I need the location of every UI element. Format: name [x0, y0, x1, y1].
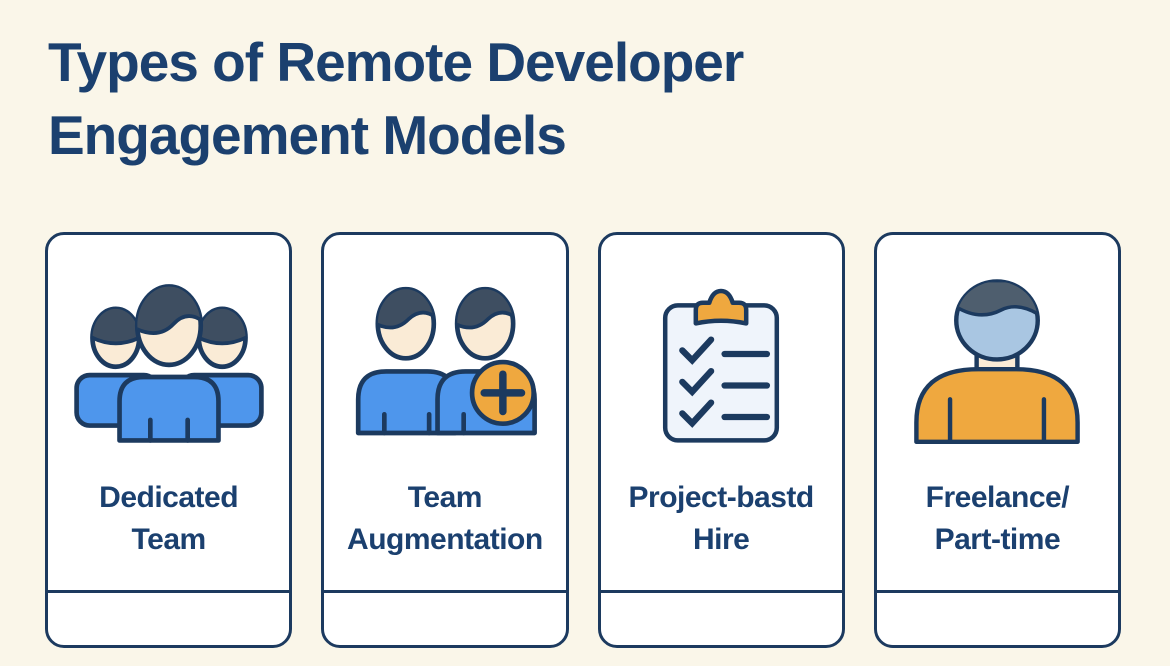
- card-footer: [876, 590, 1118, 645]
- team-group-icon: [73, 284, 264, 443]
- card-footer: [48, 590, 290, 645]
- card-label: Freelance/ Part-time: [925, 481, 1070, 556]
- clipboard-checklist-icon: [663, 288, 780, 443]
- card-team-augmentation: Team Augmentation: [321, 232, 569, 648]
- card-freelance-part-time: Freelance/ Part-time: [873, 232, 1121, 648]
- card-label: Dedicated Team: [99, 481, 239, 556]
- team-add-icon: [355, 286, 537, 436]
- page-title: Types of Remote Developer Engagement Mod…: [48, 31, 744, 166]
- card-dedicated-team: Dedicated Team: [45, 232, 293, 648]
- icon-box: [324, 273, 565, 453]
- card-project-based-hire: Project-bastd Hire: [597, 232, 845, 648]
- icon-box: [48, 273, 289, 453]
- freelancer-person-icon: [914, 279, 1081, 445]
- card-footer: [324, 590, 566, 645]
- icon-box: [877, 273, 1118, 453]
- cards-row: Dedicated Team Team Augment: [45, 232, 1121, 648]
- icon-box: [601, 273, 842, 453]
- card-label: Project-bastd Hire: [628, 481, 815, 556]
- card-label: Team Augmentation: [347, 481, 543, 556]
- card-footer: [600, 590, 842, 645]
